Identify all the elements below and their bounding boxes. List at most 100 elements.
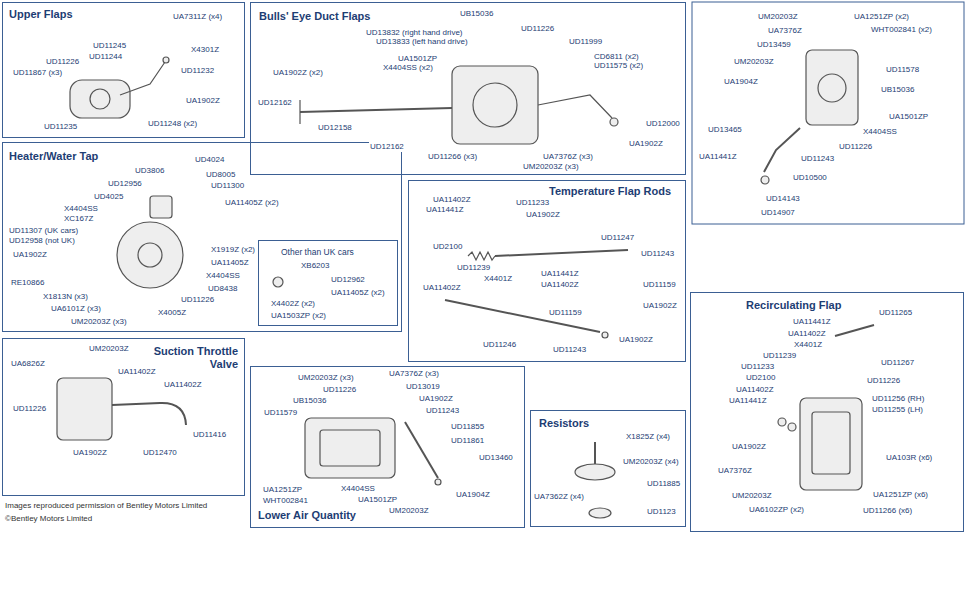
panel-title: Recirculating Flap <box>746 299 841 312</box>
part-number: UA103R (x6) <box>885 453 933 463</box>
part-number: UD11999 <box>568 37 603 47</box>
water-tap-body <box>117 222 183 288</box>
part-number: UA11402Z <box>422 283 462 293</box>
part-number: UD11159 <box>548 308 583 318</box>
part-number: UD11159 <box>642 280 677 290</box>
panel-title: Lower Air Quantity <box>258 509 356 522</box>
part-number: UD11226 <box>520 24 555 34</box>
resistor-symbol <box>575 464 615 480</box>
part-number: UD11243 <box>552 345 587 355</box>
part-number: UM20203Z <box>88 344 130 354</box>
duct-port <box>473 83 517 127</box>
part-number: UM20203Z (x3) <box>70 317 128 327</box>
part-number: UA1902Z <box>618 335 654 345</box>
part-number: UD11243 <box>640 249 675 259</box>
flap-housing <box>800 398 862 490</box>
part-number: X1825Z (x4) <box>625 432 671 442</box>
part-number: UA1902Z <box>72 448 108 458</box>
tap-fitting <box>273 277 283 287</box>
part-number: UD11579 <box>263 408 298 418</box>
part-number: UD11265 <box>878 308 913 318</box>
part-number: UD1123 <box>646 507 677 517</box>
part-number: UA11441Z <box>540 269 580 279</box>
clip <box>602 332 608 338</box>
washer <box>778 418 786 426</box>
part-number: X4005Z <box>157 308 187 318</box>
part-number: UD11233 <box>740 362 775 372</box>
link-rod <box>405 422 438 478</box>
part-number: UA7376Z <box>717 466 753 476</box>
part-number: UA7311Z (x4) <box>172 12 223 22</box>
part-number: UD11578 <box>885 65 920 75</box>
part-number: XB6203 <box>300 261 330 271</box>
part-number: UD11235 <box>43 122 78 132</box>
flap-lever <box>120 62 165 95</box>
flap-housing <box>806 50 858 125</box>
part-number: UD11267 <box>880 358 915 368</box>
part-number: UA7376Z <box>767 26 803 36</box>
part-number: UD11246 <box>482 340 517 350</box>
part-number: UA11441Z <box>792 317 832 327</box>
part-number: UD10500 <box>792 173 828 183</box>
part-number: UA1501ZP <box>888 112 929 122</box>
part-number: UA7376Z (x3) <box>388 369 440 379</box>
flap-rod <box>495 250 628 256</box>
part-number: UD11867 (x3) <box>12 68 63 78</box>
part-number: UA1902Z <box>185 96 221 106</box>
part-number: UD11245 <box>92 41 127 51</box>
part-number: UA1904Z <box>723 77 759 87</box>
part-number: X4301Z <box>190 45 220 55</box>
copyright-note: ©Bentley Motors Limited <box>4 514 93 524</box>
part-number: UD13459 <box>756 40 792 50</box>
resistor-base <box>589 508 611 518</box>
part-number: UD12956 <box>107 179 143 189</box>
panel-box: Bulls' Eye Duct Flaps <box>250 2 686 175</box>
pivot <box>163 57 169 63</box>
part-number: UA1902Z <box>418 394 454 404</box>
panel-frame <box>692 2 964 224</box>
part-number: UD11226 <box>12 404 47 414</box>
part-number: UA1251ZP (x6) <box>872 490 929 500</box>
part-number: UD12470 <box>142 448 178 458</box>
part-number: UD11885 <box>646 479 681 489</box>
part-number: UM20203Z <box>733 57 775 67</box>
flap-housing <box>70 80 130 118</box>
part-number: UA11402Z <box>163 380 203 390</box>
part-number: X4402Z (x2) <box>270 299 316 309</box>
part-number: UD11226 <box>838 142 873 152</box>
part-number: UD11243 <box>800 154 835 164</box>
flap-port <box>90 89 110 109</box>
part-number: UD11232 <box>180 66 215 76</box>
flap-rod <box>835 325 874 336</box>
clip <box>761 176 769 184</box>
part-number: UD12958 (not UK) <box>8 236 76 246</box>
part-number: X1919Z (x2) <box>210 245 256 255</box>
part-number: UA6102ZP (x2) <box>748 505 805 515</box>
flap-rod <box>764 128 800 172</box>
flap-port <box>818 74 846 102</box>
pivot <box>610 118 618 126</box>
duct-housing <box>452 66 538 144</box>
panel-title: Temperature Flap Rods <box>549 185 671 198</box>
part-number: UD11239 <box>762 351 797 361</box>
part-number: UA6101Z (x3) <box>50 304 102 314</box>
air-housing <box>305 418 395 478</box>
part-number: UA1902Z (x2) <box>272 68 324 78</box>
part-number: UD11248 (x2) <box>147 119 198 129</box>
part-number: UA7362Z (x4) <box>533 492 585 502</box>
part-number: UD11233 <box>515 198 550 208</box>
part-number: UD13833 (left hand drive) <box>375 37 469 47</box>
part-number: UM20203Z <box>757 12 799 22</box>
part-number: UD12158 <box>317 123 353 133</box>
part-number: UM20203Z <box>731 491 773 501</box>
part-number: UD2100 <box>745 373 776 383</box>
part-number: UB15036 <box>292 396 327 406</box>
flap-rod <box>445 300 600 332</box>
part-number: UB15036 <box>459 9 494 19</box>
part-number: UD8005 <box>205 170 236 180</box>
panel-title: Other than UK cars <box>281 246 354 259</box>
flap-rod <box>300 108 452 112</box>
part-number: UD11307 (UK cars) <box>8 226 79 236</box>
water-tap-valve <box>138 243 162 267</box>
